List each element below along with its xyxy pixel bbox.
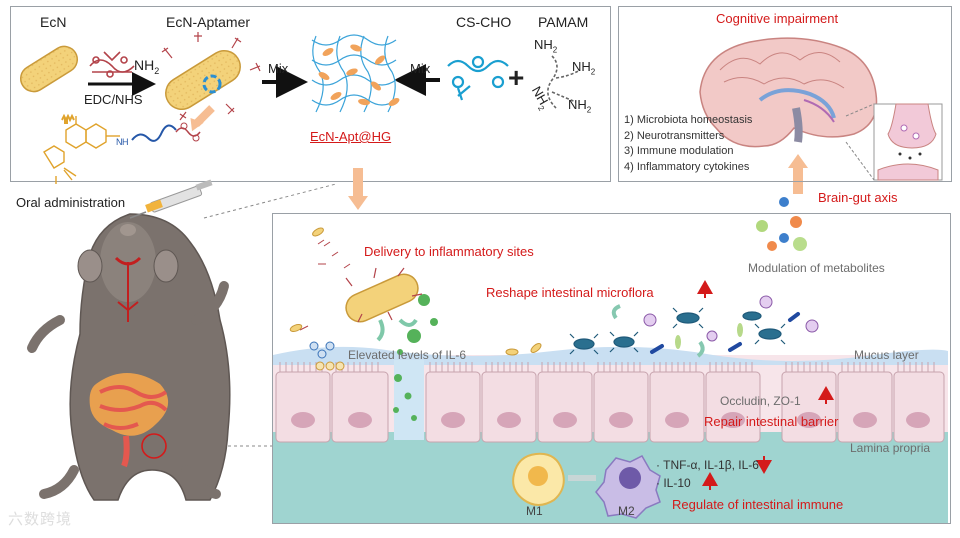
edc-nhs-label: EDC/NHS <box>84 92 143 107</box>
hydrogel-bacteria <box>318 44 400 106</box>
plus-label: + <box>508 62 525 93</box>
mechanism-item: 4) Inflammatory cytokines <box>624 160 750 173</box>
amide-n-label: N <box>116 137 123 147</box>
mucus-layer-label: Mucus layer <box>854 348 919 362</box>
syringe-icon <box>129 179 213 219</box>
chemical-structure <box>43 116 120 184</box>
il6-label: Elevated levels of IL-6 <box>348 348 467 362</box>
mechanism-item: 1) Microbiota homeostasis <box>624 114 753 126</box>
charge-markers <box>309 341 345 371</box>
zoom-circle <box>141 433 167 459</box>
ecn-aptamer-bacterium <box>161 32 261 121</box>
metabolites <box>756 197 807 251</box>
il6-particles <box>393 294 438 421</box>
ecn-aptamer-label: EcN-Aptamer <box>166 14 251 30</box>
reshape-label: Reshape intestinal microflora <box>486 285 654 300</box>
product-label: EcN-Apt@HG <box>310 129 392 144</box>
synthesis-panel <box>10 6 611 182</box>
gut-microbes <box>569 295 819 358</box>
oral-administration-label: Oral administration <box>16 195 126 210</box>
peg-chain <box>61 113 201 142</box>
watermark: 六数跨境 <box>8 511 73 528</box>
regulate-immune-label: Regulate of intestinal immune <box>672 497 844 512</box>
cell-nuclei <box>291 412 930 428</box>
pamam-nh2-bottom: NH2 <box>568 97 592 115</box>
cs-cho-label: CS-CHO <box>456 14 512 30</box>
lamina-propria-label: Lamina propria <box>850 441 931 455</box>
metabolites-label: Modulation of metabolites <box>748 261 885 275</box>
delivery-label: Delivery to inflammatory sites <box>364 244 534 259</box>
m2-macrophage <box>595 455 661 519</box>
m2-label: M2 <box>618 504 635 518</box>
occludin-label: Occludin, ZO-1 <box>720 394 801 408</box>
gut-panel <box>272 213 951 524</box>
mix-right-label: Mix <box>410 61 431 76</box>
ecn-bacterium <box>19 45 79 93</box>
m1-label: M1 <box>526 504 543 518</box>
ecn-label: EcN <box>40 14 67 30</box>
aptamer-icon <box>89 51 135 78</box>
mouse-illustration <box>27 179 231 501</box>
m1-macrophage <box>512 452 565 506</box>
amide-h-label: H <box>122 137 129 147</box>
hydrogel-network <box>311 34 397 113</box>
pamam-label: PAMAM <box>538 14 589 30</box>
brain-panel <box>618 6 952 182</box>
pamam-nh2-top: NH2 <box>534 37 558 55</box>
il10-label: · IL-10 <box>656 476 691 490</box>
pamam-dendrimer <box>547 55 581 109</box>
pamam-nh2-right: NH2 <box>572 59 596 77</box>
cognitive-title: Cognitive impairment <box>716 11 839 26</box>
cs-cho-molecule <box>447 55 509 101</box>
microvilli <box>279 362 935 372</box>
mechanism-item: 3) Immune modulation <box>624 145 734 157</box>
brain-illustration <box>699 37 878 148</box>
mechanism-list: 1) Microbiota homeostasis 2) Neurotransm… <box>624 113 752 175</box>
delivered-bacterium <box>345 267 423 342</box>
cytokines-label: · TNF-α, IL-1β, IL-6 <box>656 458 759 472</box>
epithelial-cells <box>275 371 945 443</box>
repair-barrier-label: Repair intestinal barrier <box>704 414 839 429</box>
brain-gut-axis-label: Brain-gut axis <box>818 190 898 205</box>
scattered-aptamers <box>299 239 351 331</box>
synapse-inset <box>845 103 943 181</box>
nh2-label: NH2 <box>134 57 160 76</box>
mechanism-item: 2) Neurotransmitters <box>624 129 725 142</box>
mix-left-label: Mix <box>268 61 289 76</box>
